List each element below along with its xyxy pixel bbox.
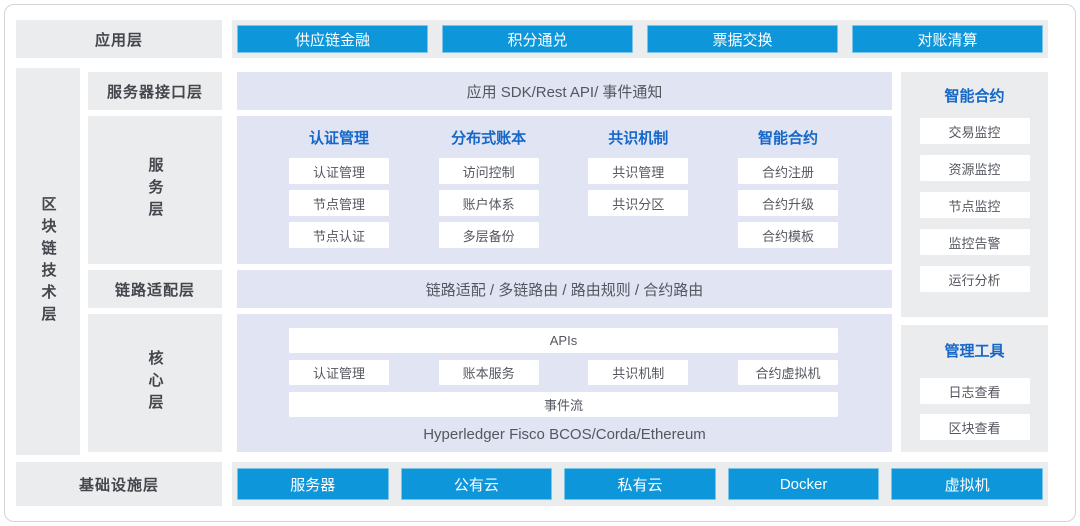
blockchain-tech-layer-label: 区块链技术层 bbox=[39, 195, 57, 328]
service-item: 节点认证 bbox=[289, 222, 389, 248]
core-modules-row: 认证管理 账本服务 共识机制 合约虚拟机 bbox=[289, 360, 838, 385]
infra-layer-band: 服务器 公有云 私有云 Docker 虚拟机 bbox=[232, 462, 1048, 506]
app-button-supply-chain-finance: 供应链金融 bbox=[237, 25, 428, 53]
core-layer-content: APIs 认证管理 账本服务 共识机制 合约虚拟机 事件流 Hyperledge… bbox=[237, 314, 892, 452]
core-layer-label: 核心层 bbox=[146, 350, 164, 416]
management-tools-panel: 管理工具 日志查看 区块查看 bbox=[901, 325, 1048, 452]
management-tools-header: 管理工具 bbox=[944, 343, 1005, 360]
infra-button-server: 服务器 bbox=[237, 468, 389, 500]
link-adapter-bar: 链路适配 / 多链路由 / 路由规则 / 合约路由 bbox=[237, 270, 892, 308]
service-column-ledger: 分布式账本 访问控制 账户体系 多层备份 bbox=[438, 130, 539, 264]
apis-bar: APIs bbox=[289, 328, 838, 353]
service-column-header: 认证管理 bbox=[308, 130, 369, 147]
app-button-bill-exchange: 票据交换 bbox=[647, 25, 838, 53]
sdk-api-bar: 应用 SDK/Rest API/ 事件通知 bbox=[237, 72, 892, 110]
service-column-auth: 认证管理 认证管理 节点管理 节点认证 bbox=[289, 130, 389, 264]
core-layer-box: 核心层 bbox=[88, 314, 222, 452]
infra-button-private-cloud: 私有云 bbox=[564, 468, 716, 500]
panel-item-block-view: 区块查看 bbox=[919, 414, 1030, 440]
service-item: 合约注册 bbox=[737, 158, 838, 184]
infra-layer-label: 基础设施层 bbox=[16, 462, 222, 506]
service-layer-content: 认证管理 认证管理 节点管理 节点认证 分布式账本 访问控制 账户体系 多层备份… bbox=[237, 116, 892, 264]
service-column-header: 分布式账本 bbox=[451, 130, 527, 147]
core-module-contract-vm: 合约虚拟机 bbox=[737, 360, 838, 385]
service-item: 合约升级 bbox=[737, 190, 838, 216]
service-layer-label: 服务层 bbox=[146, 157, 164, 223]
panel-item-node-monitor: 节点监控 bbox=[919, 192, 1030, 218]
app-button-points-exchange: 积分通兑 bbox=[442, 25, 633, 53]
monitor-panel-header: 智能合约 bbox=[944, 88, 1005, 105]
infra-button-docker: Docker bbox=[727, 468, 880, 500]
app-button-reconciliation: 对账清算 bbox=[852, 25, 1043, 53]
platforms-text: Hyperledger Fisco BCOS/Corda/Ethereum bbox=[423, 426, 706, 443]
core-module-ledger-service: 账本服务 bbox=[438, 360, 539, 385]
service-item: 认证管理 bbox=[289, 158, 389, 184]
service-item: 合约模板 bbox=[737, 222, 838, 248]
app-layer-label: 应用层 bbox=[16, 20, 222, 58]
panel-item-transaction-monitor: 交易监控 bbox=[919, 118, 1030, 144]
service-item: 多层备份 bbox=[438, 222, 539, 248]
service-item: 节点管理 bbox=[289, 190, 389, 216]
infra-button-vm: 虚拟机 bbox=[891, 468, 1043, 500]
service-column-header: 共识机制 bbox=[608, 130, 669, 147]
service-column-header: 智能合约 bbox=[757, 130, 818, 147]
blockchain-tech-layer-box: 区块链技术层 bbox=[16, 68, 80, 455]
service-layer-box: 服务层 bbox=[88, 116, 222, 264]
service-item: 访问控制 bbox=[438, 158, 539, 184]
core-module-auth: 认证管理 bbox=[289, 360, 389, 385]
app-layer-band: 供应链金融 积分通兑 票据交换 对账清算 bbox=[232, 20, 1048, 58]
panel-item-resource-monitor: 资源监控 bbox=[919, 155, 1030, 181]
event-stream-bar: 事件流 bbox=[289, 392, 838, 417]
core-module-consensus: 共识机制 bbox=[588, 360, 689, 385]
service-column-consensus: 共识机制 共识管理 共识分区 bbox=[588, 130, 689, 264]
adapter-layer-label: 链路适配层 bbox=[88, 270, 222, 308]
monitor-panel: 智能合约 交易监控 资源监控 节点监控 监控告警 运行分析 bbox=[901, 72, 1048, 317]
service-item: 共识管理 bbox=[588, 158, 689, 184]
panel-item-alert: 监控告警 bbox=[919, 229, 1030, 255]
infra-button-public-cloud: 公有云 bbox=[400, 468, 553, 500]
service-item: 共识分区 bbox=[588, 190, 689, 216]
service-item: 账户体系 bbox=[438, 190, 539, 216]
panel-item-log-view: 日志查看 bbox=[919, 378, 1030, 404]
service-column-smart-contract: 智能合约 合约注册 合约升级 合约模板 bbox=[737, 130, 838, 264]
panel-item-run-analysis: 运行分析 bbox=[919, 266, 1030, 292]
interface-layer-label: 服务器接口层 bbox=[88, 72, 222, 110]
